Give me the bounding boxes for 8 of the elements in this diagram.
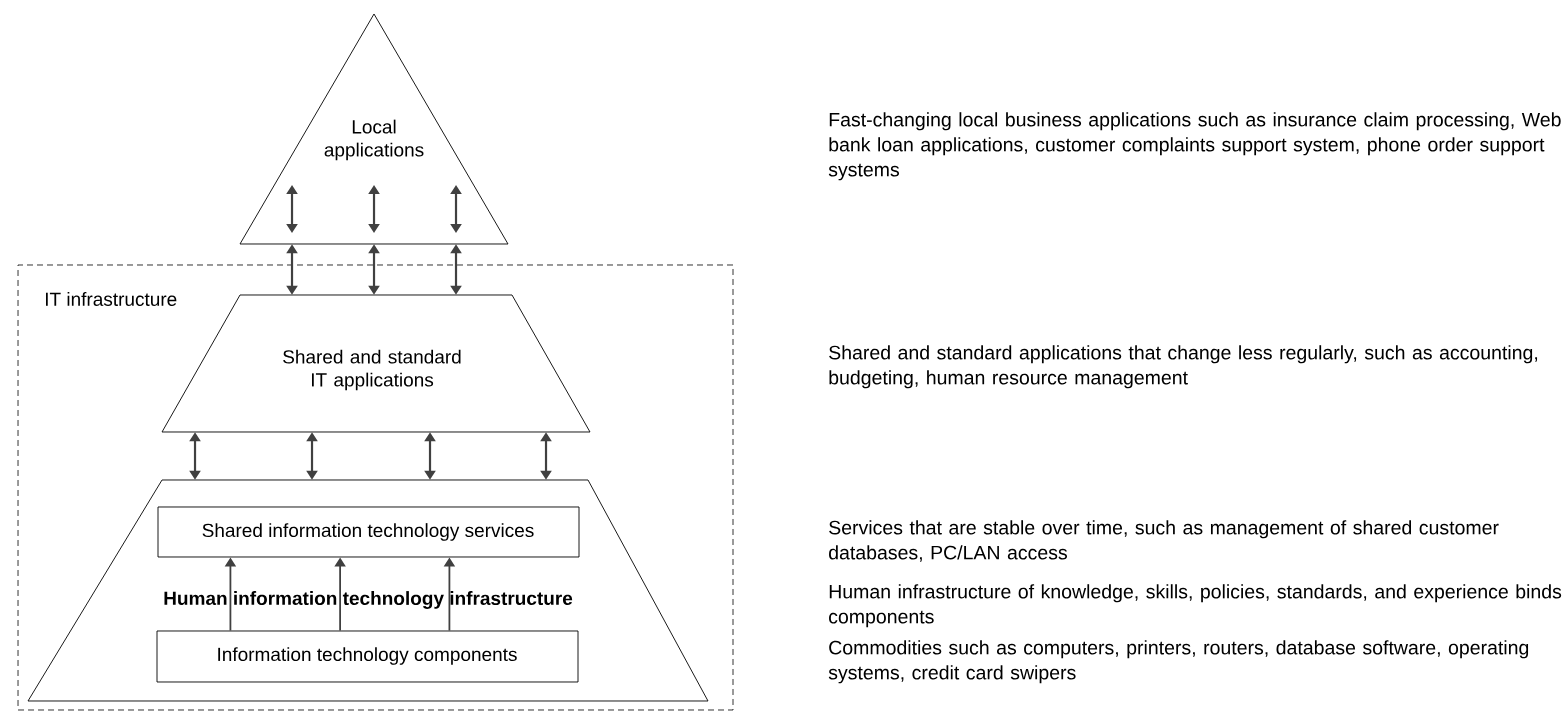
process-box: Shared information technology services bbox=[157, 506, 580, 558]
description-text: Human infrastructure of knowledge, skills, policies, standards, and experience binds components bbox=[829, 584, 1562, 628]
description-text: Services that are stable over time, such as management of shared customer databases, PC/LAN access bbox=[829, 520, 1499, 562]
description-text: Commodities such as computers, printers, routers, database software, operating systems, credit card swipers bbox=[828, 640, 1529, 684]
pyramid-tier: Local applications bbox=[239, 13, 509, 245]
description-text: Shared and standard applications that change less regularly, such as accounting, budgeting, human resource management bbox=[829, 345, 1538, 389]
description-text: Fast-changing local business applications such as insurance claim processing, Web bank loan applications, customer complaints support system, phone order support systems bbox=[828, 112, 1561, 181]
process-box: Information technology components bbox=[156, 630, 579, 683]
